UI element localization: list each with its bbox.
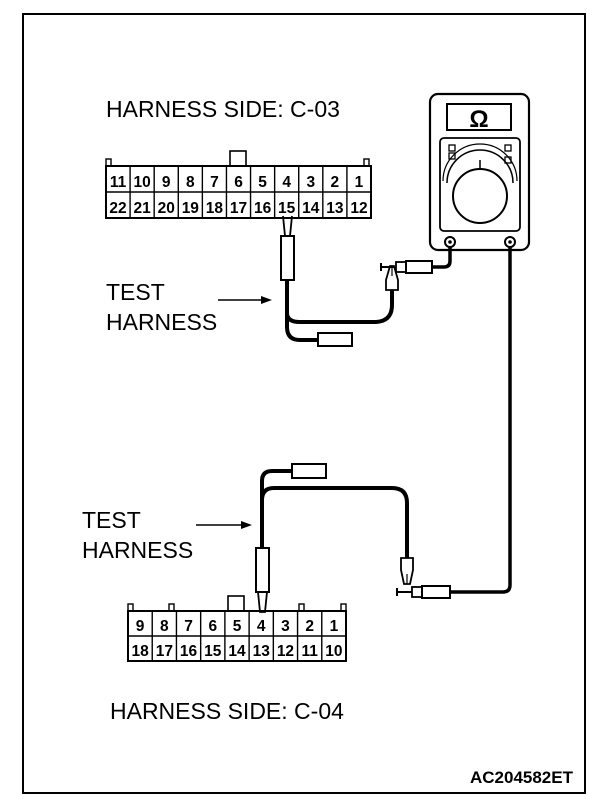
multimeter-display (446, 103, 512, 131)
figure-frame (22, 13, 586, 794)
connector_c03-pin-18: 18 (206, 200, 224, 217)
multimeter: Ω (428, 92, 531, 252)
connector-c03-title: HARNESS SIDE: C-03 (106, 96, 340, 122)
connector_c03-pin-13: 13 (326, 200, 344, 217)
connector_c04-pin-6: 6 (208, 618, 217, 635)
meter-lead-right (450, 247, 512, 594)
multimeter-dial-panel (439, 137, 521, 232)
test-harness-top (280, 215, 452, 347)
connector_c03-pin-10: 10 (134, 174, 151, 191)
connector_c04-pin-18: 18 (131, 643, 149, 660)
meter-lead-plug-bottom (421, 585, 451, 599)
connector_c04-pin-17: 17 (156, 643, 173, 660)
connector_c04-pin-5: 5 (233, 618, 242, 635)
connector_c04-pin-14: 14 (228, 643, 246, 660)
connector_c04-pin-12: 12 (277, 643, 294, 660)
connector-c04-ear-left (127, 603, 134, 612)
harness-bottom-loose-plug (291, 463, 327, 479)
dial-scale-arc (446, 149, 514, 184)
connector_c04-pin-11: 11 (301, 643, 318, 660)
connector_c03-pin-5: 5 (258, 174, 267, 191)
harness-top-loose-plug (317, 332, 353, 347)
connector-c03-ear-left (105, 158, 112, 167)
connector-c04-latch (227, 595, 245, 612)
connector_c04-pin-4: 4 (257, 618, 266, 635)
test-harness-top-label-2: HARNESS (106, 309, 217, 335)
connector_c04-pin-3: 3 (281, 618, 290, 635)
connector_c03-pin-4: 4 (282, 174, 291, 191)
rotary-dial (452, 168, 508, 224)
connector_c03-pin-11: 11 (110, 174, 127, 191)
connector_c03-pin-19: 19 (182, 200, 200, 217)
range-key-left (448, 144, 456, 152)
connector_c03-pin-16: 16 (254, 200, 272, 217)
connector_c04-pin-10: 10 (325, 643, 342, 660)
connector-c04-title: HARNESS SIDE: C-04 (110, 698, 344, 724)
connector_c03-pin-15: 15 (278, 200, 296, 217)
connector_c03-pin-12: 12 (350, 200, 367, 217)
connector_c03-pin-7: 7 (210, 174, 219, 191)
connector_c03-pin-9: 9 (162, 174, 171, 191)
connector_c04-pin-9: 9 (136, 618, 145, 635)
test-harness-bottom-label-1: TEST (82, 507, 141, 533)
ohm-symbol: Ω (469, 106, 488, 133)
connector_c03-pin-2: 2 (331, 174, 340, 191)
connector_c04-pin-2: 2 (305, 618, 314, 635)
connector_c04-pin-8: 8 (160, 618, 169, 635)
connector_c04-pin-1: 1 (330, 618, 339, 635)
alligator-clip-bottom (400, 557, 414, 585)
connector-c04-ear-right (340, 603, 347, 612)
connector_c03-pin-3: 3 (306, 174, 315, 191)
test-harness-bottom-label-2: HARNESS (82, 537, 193, 563)
connector_c03-pin-22: 22 (109, 200, 126, 217)
test-harness-top-label-1: TEST (106, 279, 165, 305)
connector-c03-ear-right (363, 158, 370, 167)
connector_c04-pin-7: 7 (184, 618, 193, 635)
range-key-right (504, 144, 512, 152)
connector_c04-pin-16: 16 (180, 643, 198, 660)
connector_c04-pin-15: 15 (204, 643, 222, 660)
connector_c03-pin-1: 1 (355, 174, 364, 191)
probe-plug-bottom (255, 547, 270, 593)
pointer-arrow-bottom (196, 521, 252, 529)
connector-c03-latch (229, 150, 247, 167)
connector_c03-pin-8: 8 (186, 174, 195, 191)
connector_c03-pin-14: 14 (302, 200, 320, 217)
connector_c03-pin-21: 21 (134, 200, 152, 217)
connector_c04-pin-13: 13 (253, 643, 271, 660)
meter-lead-plug-top (405, 260, 433, 274)
connector_c03-pin-17: 17 (230, 200, 247, 217)
connector_c03-pin-6: 6 (234, 174, 243, 191)
test-harness-bottom (255, 463, 451, 613)
figure-code: AC204582ET (470, 768, 574, 787)
multimeter-body (428, 92, 531, 252)
pointer-arrow-top (218, 296, 272, 304)
connector_c03-pin-20: 20 (158, 200, 175, 217)
